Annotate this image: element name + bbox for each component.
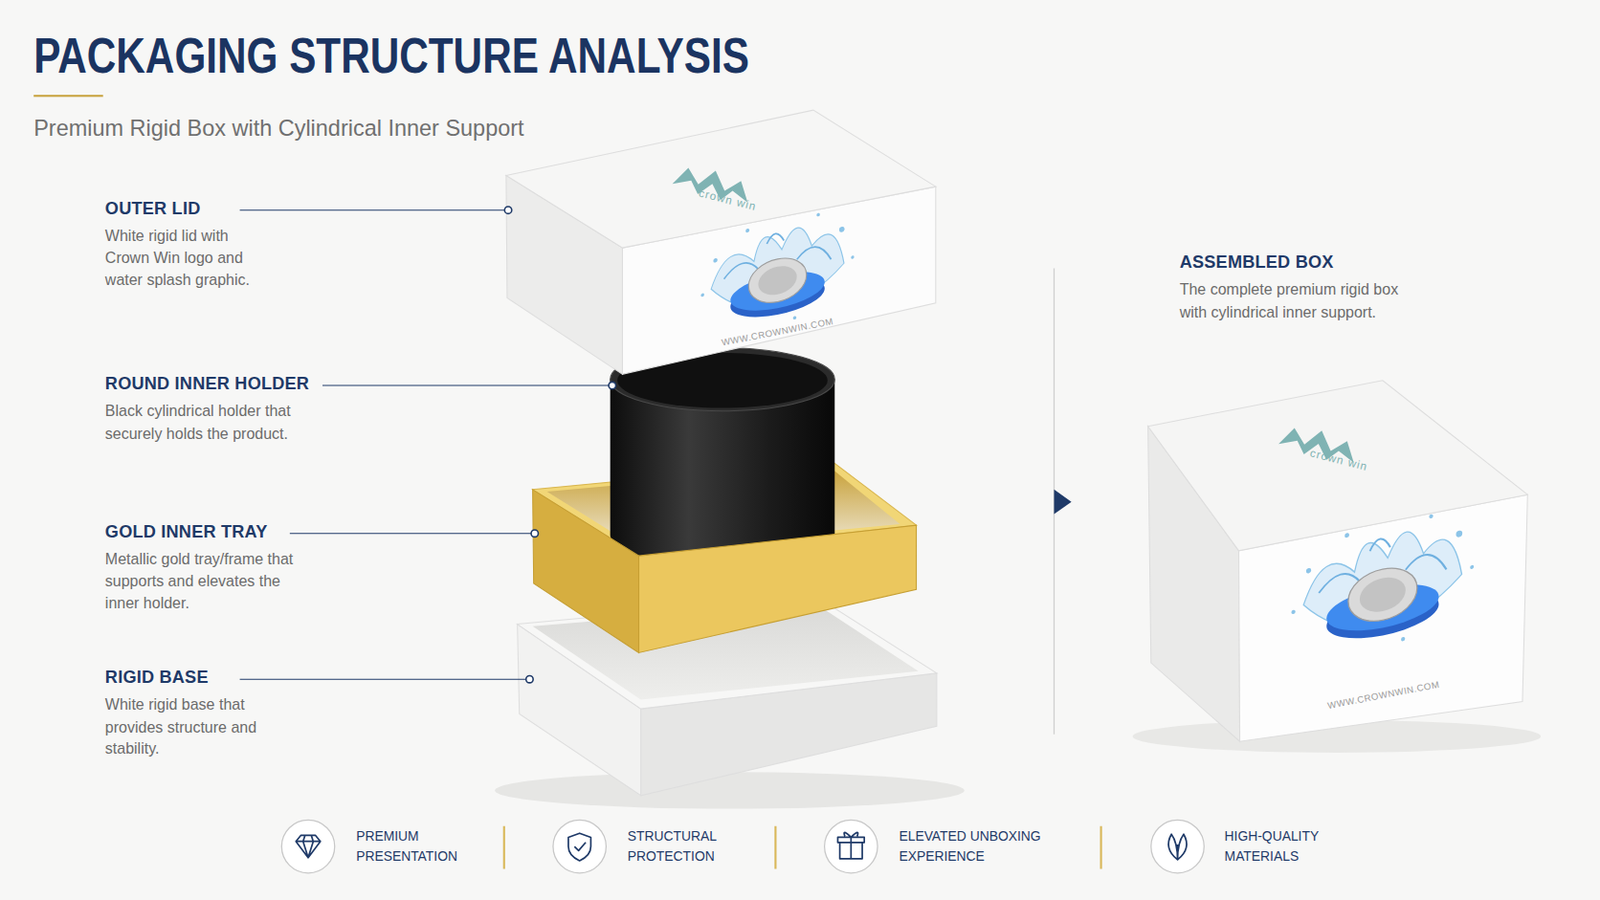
arrow-marker (1054, 489, 1072, 515)
leader-line (240, 209, 509, 211)
tray-right-face (639, 525, 917, 653)
icon-circle (281, 820, 334, 873)
part-description: White rigid base that provides structure… (105, 693, 261, 760)
shadow (494, 772, 965, 809)
part-description: White rigid lid with Crown Win logo and … (105, 224, 261, 291)
splash-graphic (1290, 506, 1474, 664)
title-underline (33, 94, 104, 97)
part-description: Black cylindrical holder that securely h… (105, 400, 315, 445)
icon-circle (553, 820, 606, 873)
shield-icon (568, 833, 591, 862)
page-title: PACKAGING STRUCTURE ANALYSIS (33, 31, 750, 81)
feature-icon (824, 820, 878, 873)
feature-icon (553, 820, 606, 873)
subtitle: Premium Rigid Box with Cylindrical Inner… (33, 114, 524, 142)
leader-dot (608, 381, 616, 389)
part-heading: OUTER LID (105, 199, 201, 220)
feature-label: PREMIUM PRESENTATION (355, 826, 479, 868)
leader-dot (504, 206, 512, 214)
leader-line (322, 385, 613, 387)
diamond-icon (295, 835, 321, 858)
part-heading: GOLD INNER TRAY (105, 522, 268, 543)
tray-left-face (533, 489, 640, 654)
part-heading: ASSEMBLED BOX (1179, 252, 1334, 273)
icon-circle (1151, 820, 1204, 873)
separator (503, 826, 506, 870)
feature-label: HIGH-QUALITY MATERIALS (1224, 826, 1358, 868)
leader-dot (526, 675, 534, 683)
feature-label: ELEVATED UNBOXING EXPERIENCE (898, 826, 1078, 868)
leaf-icon (1168, 834, 1187, 861)
part-description: Metallic gold tray/frame that supports a… (105, 548, 304, 615)
feature-icon (281, 820, 334, 873)
leader-line (240, 679, 531, 681)
gift-icon (837, 832, 865, 859)
box-top-face (1148, 380, 1529, 552)
part-description: The complete premium rigid box with cyli… (1179, 278, 1422, 323)
leader-dot (531, 530, 538, 537)
icon-circle (824, 820, 878, 873)
separator (1100, 826, 1103, 870)
lid-top-face (506, 110, 936, 248)
part-heading: RIGID BASE (105, 667, 209, 689)
feature-label: STRUCTURAL PROTECTION (627, 826, 751, 868)
part-heading: ROUND INNER HOLDER (105, 374, 310, 395)
leader-line (289, 533, 535, 534)
feature-icon (1151, 820, 1204, 873)
separator (774, 826, 777, 870)
